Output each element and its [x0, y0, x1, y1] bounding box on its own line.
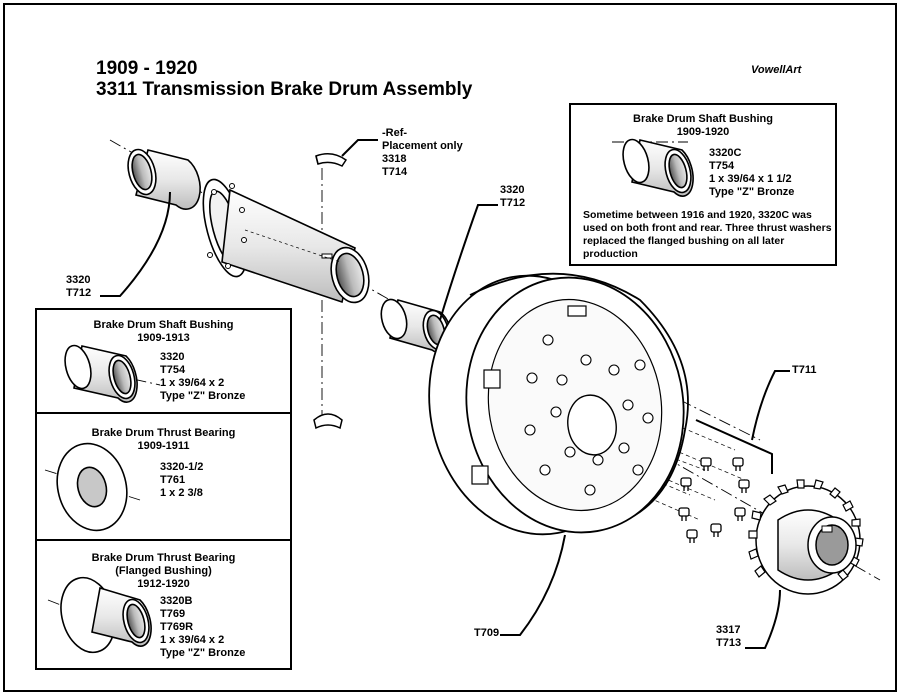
- box-flanged-bushing-icon: [60, 576, 152, 654]
- box-spec-line: T754: [709, 160, 735, 172]
- info-box-thrust-bearing-early: Brake Drum Thrust Bearing 1909-1911 3320…: [35, 412, 292, 541]
- t711-bracket: [695, 419, 773, 474]
- box-spec-line: 1 x 2 3/8: [160, 487, 203, 499]
- box-title: Brake Drum Shaft Bushing: [633, 113, 773, 125]
- box-title: Brake Drum Thrust Bearing: [91, 427, 236, 439]
- bushing-left-part-label: 3320: [66, 274, 91, 286]
- brake-drum-icon: [428, 272, 689, 536]
- bushing-center-alt-label: T712: [500, 197, 526, 209]
- box-spec-line: T761: [160, 474, 186, 486]
- box-spec-line: Type "Z" Bronze: [160, 390, 246, 402]
- box-spec-line: T769: [160, 608, 186, 620]
- key-3318-lower-icon: [313, 413, 343, 430]
- info-box-thrust-bearing-flanged: Brake Drum Thrust Bearing (Flanged Bushi…: [35, 539, 292, 670]
- info-box-shaft-bushing-late: Brake Drum Shaft Bushing 1909-1920 3320C…: [569, 103, 837, 266]
- box-note: Sometime between 1916 and 1920, 3320C wa…: [583, 209, 832, 260]
- box-spec-line: 3320-1/2: [160, 461, 204, 473]
- ref-placement-label: Placement only: [382, 140, 463, 152]
- box-years: 1909-1911: [137, 440, 190, 452]
- box-years: 1912-1920: [137, 578, 190, 590]
- info-box-shaft-bushing-early: Brake Drum Shaft Bushing 1909-1913 3320 …: [35, 308, 292, 414]
- box-spec-line: 3320B: [160, 595, 193, 607]
- gear-part-label: 3317: [716, 624, 741, 636]
- box-early-bushing-icon: [64, 344, 138, 403]
- box-spec-line: Type "Z" Bronze: [709, 186, 795, 198]
- key-3318-upper-icon: [315, 153, 348, 167]
- ref-alt-label: T714: [382, 166, 408, 178]
- box-spec-line: 1 x 39/64 x 2: [160, 634, 225, 646]
- box-spec-line: T754: [160, 364, 186, 376]
- box-thrust-washer-icon: [56, 442, 128, 532]
- bushing-left-alt-label: T712: [66, 287, 92, 299]
- box-title: Brake Drum Thrust Bearing: [91, 552, 236, 564]
- title-years: 1909 - 1920: [96, 58, 198, 79]
- ref-part-label: 3318: [382, 153, 407, 165]
- gear-3317-icon: [748, 479, 864, 595]
- box-spec-line: 1 x 39/64 x 2: [160, 377, 225, 389]
- box-late-bushing-icon: [622, 138, 694, 197]
- leader-lines: [100, 139, 790, 649]
- box-spec-line: 3320C: [709, 147, 742, 159]
- page-title: 3311 Transmission Brake Drum Assembly: [96, 79, 473, 100]
- box-subtitle: (Flanged Bushing): [115, 565, 212, 577]
- brake-drum-shaft-sleeve: [202, 178, 370, 304]
- bushing-center-part-label: 3320: [500, 184, 525, 196]
- ref-heading-label: -Ref-: [382, 127, 408, 139]
- brand-mark: VowellArt: [751, 64, 802, 76]
- screws-t711-icon: [678, 457, 750, 543]
- drum-label: T709: [474, 627, 500, 639]
- box-spec-line: 1 x 39/64 x 1 1/2: [709, 173, 792, 185]
- box-title: Brake Drum Shaft Bushing: [93, 319, 234, 331]
- box-spec-line: T769R: [160, 621, 194, 633]
- box-years: 1909-1920: [676, 126, 730, 138]
- outer-frame: [3, 3, 897, 692]
- box-years: 1909-1913: [137, 332, 190, 344]
- bushing-upper-left-icon: [127, 148, 201, 210]
- box-spec-line: 3320: [160, 351, 185, 363]
- box-spec-line: Type "Z" Bronze: [160, 647, 246, 659]
- gear-alt-label: T713: [716, 637, 742, 649]
- screws-label: T711: [792, 364, 817, 376]
